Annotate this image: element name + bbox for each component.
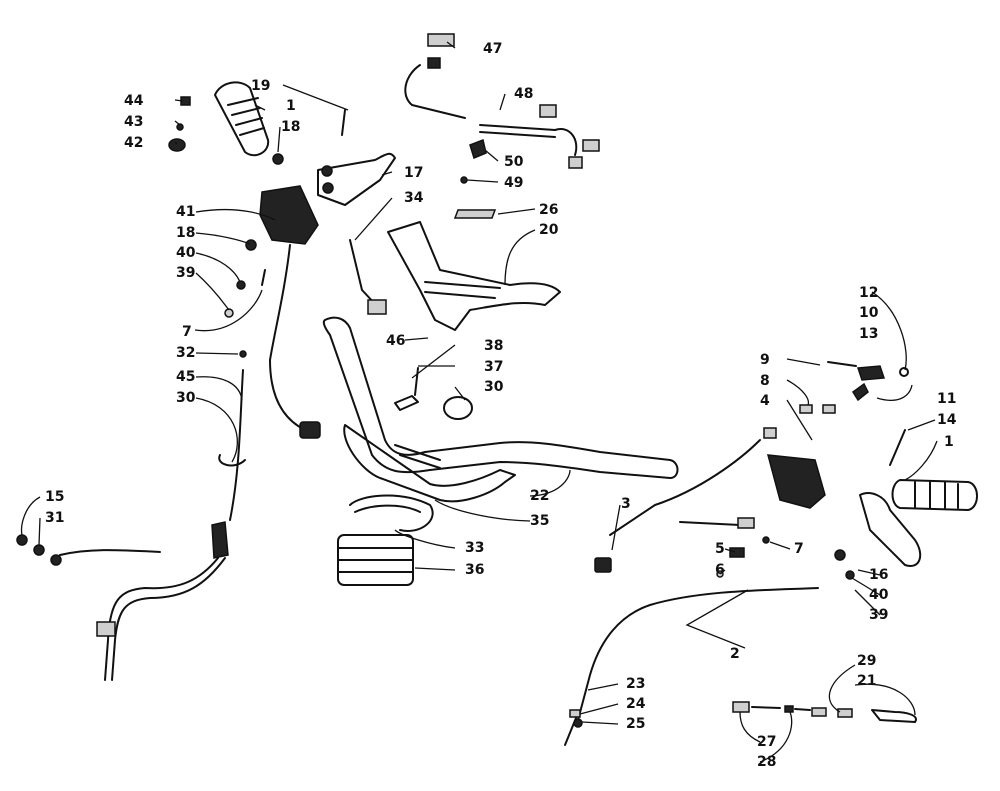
callout-27: 27 [757, 734, 776, 750]
callout-1-left-grip: 1 [286, 98, 296, 114]
callout-22: 22 [530, 488, 549, 504]
callout-30-right: 30 [484, 379, 504, 395]
callout-33: 33 [465, 540, 484, 556]
callout-20: 20 [539, 222, 559, 238]
callout-32: 32 [176, 345, 195, 361]
brake-cable-part [564, 587, 819, 746]
throttle-lever-part [317, 152, 396, 206]
callout-7-left: 7 [182, 324, 192, 340]
callout-3: 3 [621, 496, 631, 512]
switch-harness-part [349, 239, 387, 315]
left-small-hardware [168, 96, 346, 358]
callout-50: 50 [504, 154, 524, 170]
callout-1-right-grip: 1 [944, 434, 954, 450]
left-grip-part [214, 81, 270, 157]
callout-5: 5 [715, 541, 725, 557]
callout-2: 2 [730, 646, 740, 662]
callout-34: 34 [404, 190, 424, 206]
callout-46: 46 [386, 333, 405, 349]
callout-49: 49 [504, 175, 523, 191]
callout-48: 48 [514, 86, 533, 102]
callout-16: 16 [869, 567, 888, 583]
callout-6: 6 [715, 562, 725, 578]
callout-10: 10 [859, 305, 879, 321]
callout-14: 14 [937, 412, 957, 428]
callout-4: 4 [760, 393, 770, 409]
callout-12: 12 [859, 285, 878, 301]
callout-28: 28 [757, 754, 776, 770]
callout-15: 15 [45, 489, 64, 505]
parts-artwork [16, 33, 978, 746]
callout-41: 41 [176, 204, 195, 220]
callout-26: 26 [539, 202, 558, 218]
handlebar-pad-part [387, 209, 561, 331]
callout-29: 29 [857, 653, 876, 669]
callout-21: 21 [857, 673, 876, 689]
callout-47: 47 [483, 41, 502, 57]
right-switch-housing-part [594, 427, 826, 573]
switch-part [460, 138, 487, 184]
callout-42: 42 [124, 135, 143, 151]
callout-19: 19 [251, 78, 270, 94]
callout-13: 13 [859, 326, 878, 342]
callout-18-upper: 18 [281, 119, 300, 135]
callout-36: 36 [465, 562, 484, 578]
strap-and-pad-part [337, 494, 434, 586]
callout-37: 37 [484, 359, 503, 375]
leader-lines [20, 41, 938, 763]
clamp-plate-part [394, 367, 473, 420]
callout-45: 45 [176, 369, 195, 385]
callout-38: 38 [484, 338, 503, 354]
callout-8: 8 [760, 373, 770, 389]
callout-11: 11 [937, 391, 956, 407]
brake-lever-part [859, 492, 922, 567]
callout-31: 31 [45, 510, 64, 526]
right-small-hardware [716, 361, 909, 580]
callout-9: 9 [760, 352, 770, 368]
callout-24: 24 [626, 696, 646, 712]
callout-44: 44 [124, 93, 144, 109]
right-grip-part [891, 479, 978, 511]
callout-7-right: 7 [794, 541, 804, 557]
callout-35: 35 [530, 513, 549, 529]
callout-39-right: 39 [869, 607, 888, 623]
callout-30-left: 30 [176, 390, 196, 406]
throttle-cable-part [16, 369, 244, 681]
callout-39-left: 39 [176, 265, 195, 281]
callout-40-right: 40 [869, 587, 889, 603]
callout-17: 17 [404, 165, 423, 181]
callout-25: 25 [626, 716, 645, 732]
callout-23: 23 [626, 676, 645, 692]
callout-18-lower: 18 [176, 225, 195, 241]
callout-40-left: 40 [176, 245, 196, 261]
callout-labels: 44 43 42 1 19 18 47 48 50 49 17 34 41 18… [45, 41, 957, 770]
kill-switch-part [732, 701, 917, 723]
clamp-ring-left [218, 454, 246, 467]
callout-43: 43 [124, 114, 143, 130]
handlebar-part [322, 316, 679, 503]
throttle-housing-part [259, 185, 321, 439]
